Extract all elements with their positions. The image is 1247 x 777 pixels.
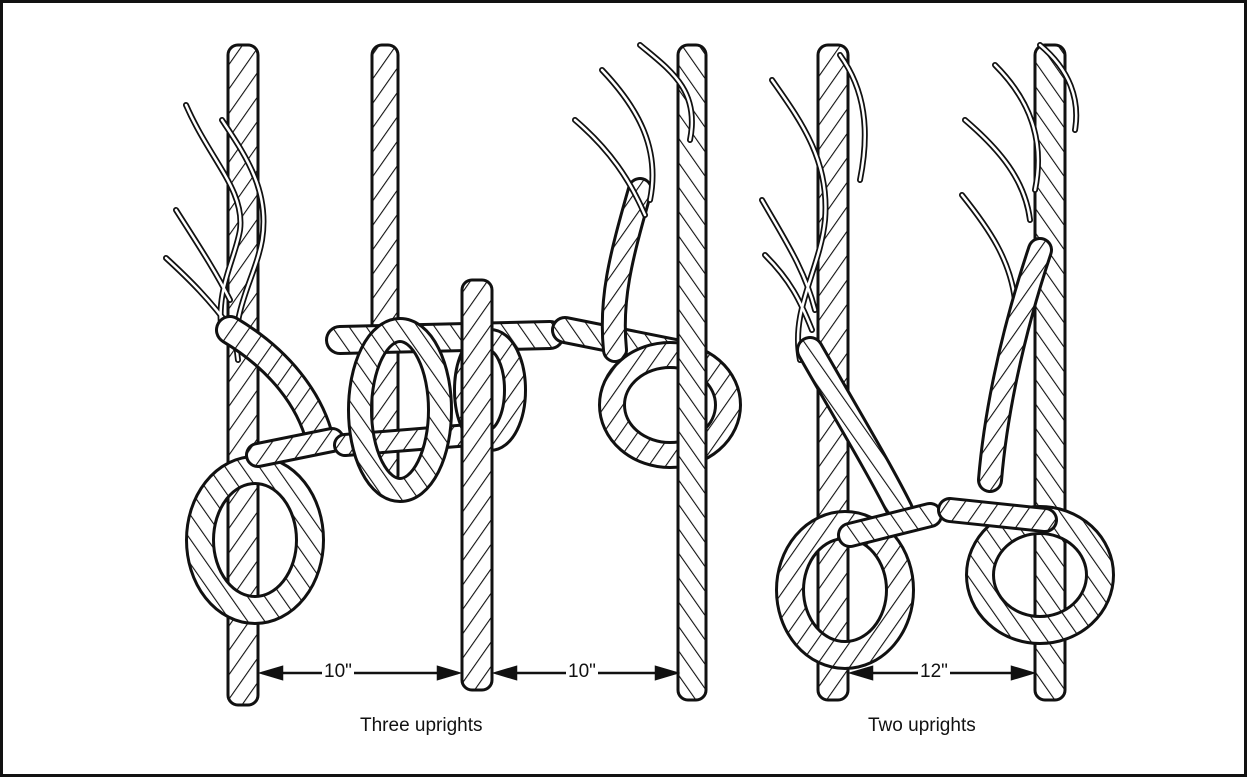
upright-rope-3 — [462, 280, 492, 690]
arrowhead-left-1 — [262, 667, 282, 679]
upright-rope-2 — [372, 45, 398, 485]
dimension-label-three-left: 10" — [322, 661, 354, 683]
clove-hitch-knot-4 — [950, 250, 1100, 630]
three-uprights-group — [166, 45, 728, 705]
dimension-label-two: 12" — [918, 661, 950, 683]
clove-hitch-knot-3 — [790, 350, 930, 655]
dimension-label-three-right: 10" — [566, 661, 598, 683]
caption-three-uprights: Three uprights — [360, 715, 483, 737]
arrowhead-right-3 — [1012, 667, 1032, 679]
dimension-arrows — [262, 667, 1032, 679]
connecting-rope-1 — [340, 330, 550, 490]
arrowhead-left-2 — [496, 667, 516, 679]
arrowhead-right-1 — [438, 667, 458, 679]
caption-two-uprights: Two uprights — [868, 715, 976, 737]
two-uprights-group — [762, 45, 1100, 700]
clove-hitch-knot-1 — [200, 330, 332, 610]
arrowhead-right-2 — [656, 667, 676, 679]
upright-rope-4 — [678, 45, 706, 700]
